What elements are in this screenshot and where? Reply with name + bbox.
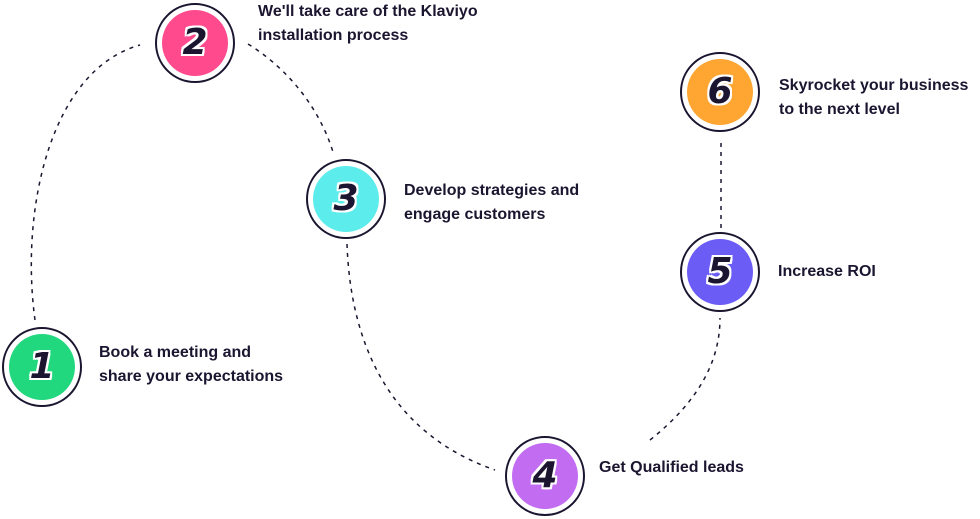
step-3-number: 3 <box>333 178 359 219</box>
step-4-label-line-1: Get Qualified leads <box>599 459 744 476</box>
step-6-disc: 6 <box>687 59 753 125</box>
step-3-disc: 3 <box>313 166 379 232</box>
step-3-label-line-1: Develop strategies and <box>404 182 580 199</box>
step-5-disc: 5 <box>687 239 753 305</box>
step-5-label-line-1: Increase ROI <box>778 263 876 280</box>
step-2-label: We'll take care of the Klaviyo installat… <box>258 0 478 48</box>
step-3-label: Develop strategies and engage customers <box>404 179 579 227</box>
step-4-disc: 4 <box>512 443 578 509</box>
step-2-badge: 2 <box>155 3 235 83</box>
step-1-label-line-2: share your expectations <box>99 368 284 385</box>
step-2-disc: 2 <box>162 10 228 76</box>
connector-1-2 <box>30 44 141 321</box>
step-6-label: Skyrocket your business to the next leve… <box>779 74 968 122</box>
step-5-label: Increase ROI <box>778 260 876 284</box>
step-4-badge: 4 <box>505 436 585 516</box>
step-1-number: 1 <box>29 346 55 387</box>
step-5-badge: 5 <box>680 232 760 312</box>
step-1-label: Book a meeting and share your expectatio… <box>99 341 283 389</box>
step-3-label-line-2: engage customers <box>404 206 546 223</box>
step-2-label-line-2: installation process <box>258 27 409 44</box>
connector-3-4 <box>346 243 496 471</box>
step-4-number: 4 <box>532 455 558 496</box>
step-2-number: 2 <box>182 22 208 63</box>
step-2-label-line-1: We'll take care of the Klaviyo <box>258 3 478 20</box>
step-6-label-line-1: Skyrocket your business <box>779 77 969 94</box>
step-3-badge: 3 <box>306 159 386 239</box>
step-4-label: Get Qualified leads <box>599 456 744 480</box>
step-6-number: 6 <box>707 71 733 112</box>
connector-4-5 <box>649 317 721 441</box>
connector-2-3 <box>247 43 334 153</box>
step-1-badge: 1 <box>2 327 82 407</box>
step-6-badge: 6 <box>680 52 760 132</box>
step-1-disc: 1 <box>9 334 75 400</box>
step-5-number: 5 <box>707 251 733 292</box>
step-1-label-line-1: Book a meeting and <box>99 344 252 361</box>
step-6-label-line-2: to the next level <box>779 101 900 118</box>
